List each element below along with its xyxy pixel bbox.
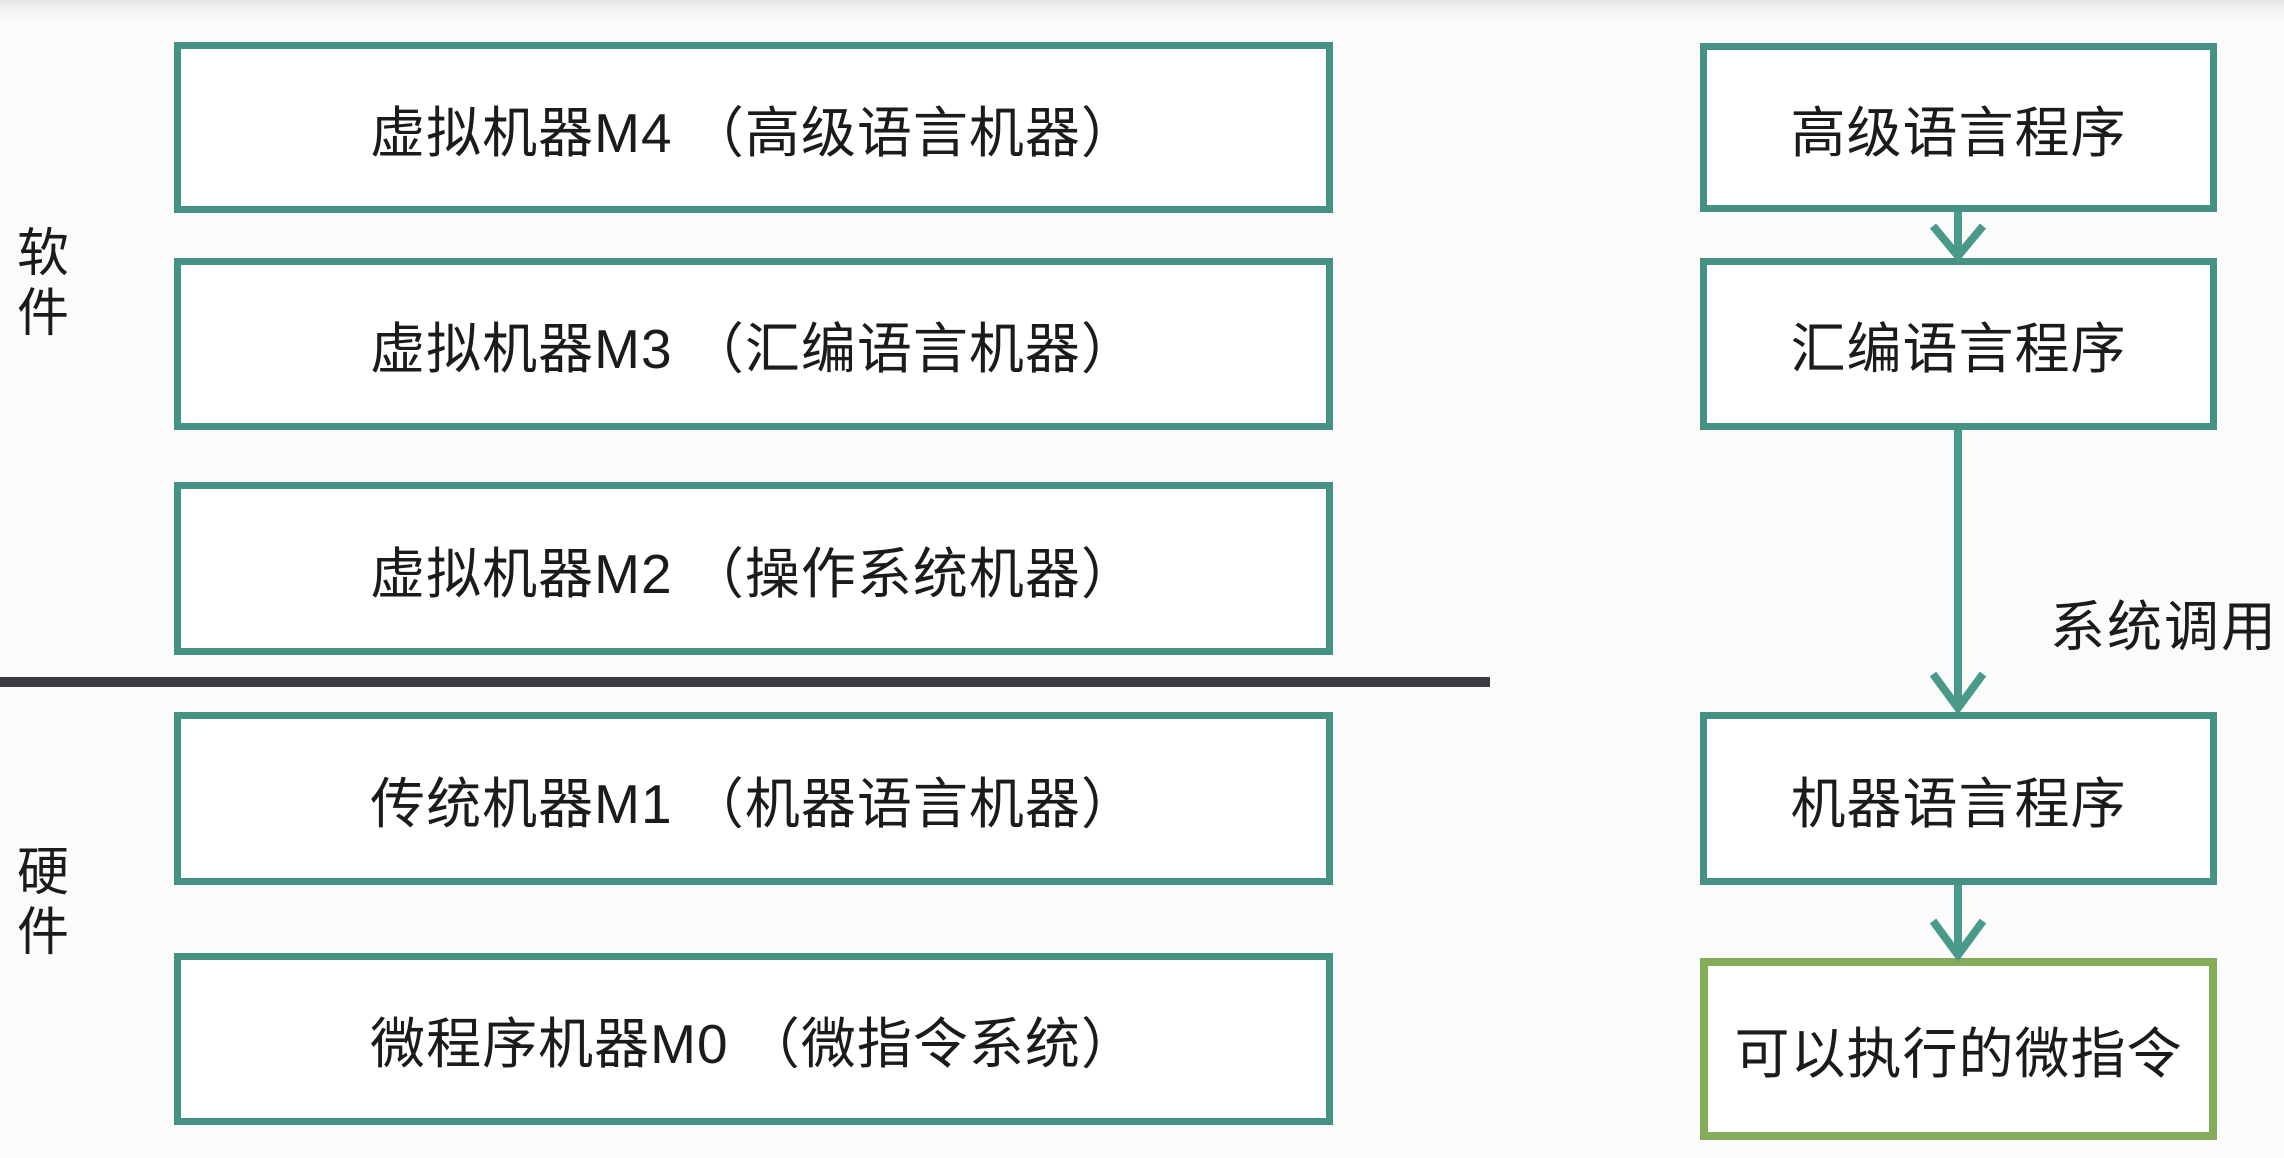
machine-layer-label-m1: 传统机器M1 （机器语言机器） <box>370 772 1137 835</box>
machine-layer-box-m0: 微程序机器M0 （微指令系统） <box>174 953 1333 1125</box>
machine-layer-label-m0: 微程序机器M0 （微指令系统） <box>370 1013 1137 1075</box>
flow-node-high-level-language-program: 高级语言程序 <box>1700 43 2217 212</box>
software-section-label: 软件 <box>16 225 69 343</box>
system-call-edge-label: 系统调用 <box>2050 596 2279 658</box>
flow-node-machine-language-program: 机器语言程序 <box>1700 712 2217 885</box>
down-arrow-icon <box>1929 212 1987 263</box>
machine-layer-box-m4: 虚拟机器M4 （高级语言机器） <box>174 42 1333 213</box>
machine-layer-label-m3: 虚拟机器M3 （汇编语言机器） <box>370 318 1137 380</box>
down-arrow-system-call-icon <box>1929 430 1987 715</box>
machine-layer-box-m3: 虚拟机器M3 （汇编语言机器） <box>174 258 1333 430</box>
machine-layer-label-m4: 虚拟机器M4 （高级语言机器） <box>370 101 1137 164</box>
flow-node-label: 机器语言程序 <box>1790 772 2127 835</box>
machine-layer-box-m1: 传统机器M1 （机器语言机器） <box>174 712 1333 885</box>
flow-node-label: 高级语言程序 <box>1790 101 2127 164</box>
flow-node-assembly-language-program: 汇编语言程序 <box>1700 258 2217 430</box>
flow-node-label: 可以执行的微指令 <box>1734 1023 2183 1085</box>
flow-node-label: 汇编语言程序 <box>1790 318 2127 380</box>
machine-layer-box-m2: 虚拟机器M2 （操作系统机器） <box>174 482 1333 655</box>
flow-node-executable-microinstructions: 可以执行的微指令 <box>1700 958 2217 1140</box>
machine-layer-label-m2: 虚拟机器M2 （操作系统机器） <box>370 542 1137 605</box>
hardware-section-label: 硬件 <box>16 844 69 962</box>
hardware-software-divider <box>0 677 1490 687</box>
down-arrow-icon <box>1929 885 1987 962</box>
